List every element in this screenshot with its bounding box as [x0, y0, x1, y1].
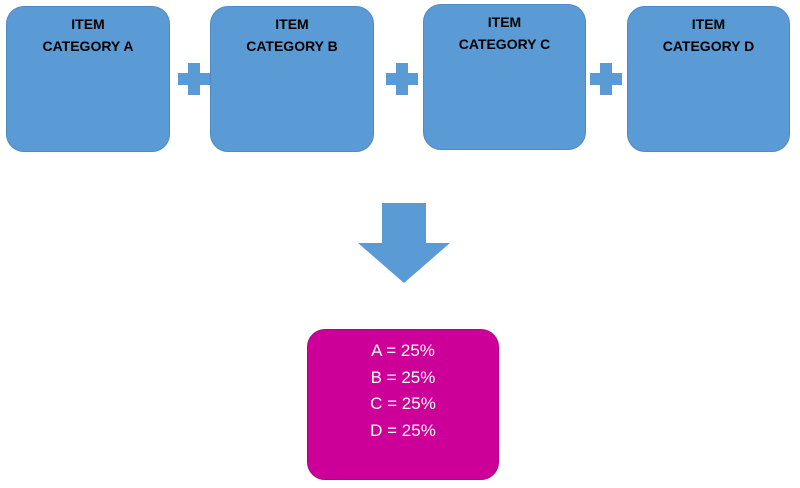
category-b-line1: ITEM	[275, 16, 309, 32]
result-line-b: B = 25%	[370, 367, 436, 387]
category-b-box: ITEM CATEGORY B	[210, 6, 374, 152]
category-c-line2: CATEGORY C	[458, 36, 551, 52]
result-box: A = 25% B = 25% C = 25% D = 25%	[307, 329, 499, 480]
category-a-line2: CATEGORY A	[42, 38, 134, 54]
category-b-line2: CATEGORY B	[246, 38, 338, 54]
category-c-line1: ITEM	[487, 14, 522, 30]
plus-icon	[590, 63, 622, 95]
result-line-a: A = 25%	[371, 341, 435, 360]
category-d-box: ITEM CATEGORY D	[627, 6, 790, 152]
category-d-line1: ITEM	[691, 16, 726, 32]
category-a-box: ITEM CATEGORY A	[6, 6, 170, 152]
category-d-line2: CATEGORY D	[662, 38, 755, 54]
plus-icon	[178, 63, 210, 95]
plus-icon	[386, 63, 418, 95]
result-line-c: C = 25%	[370, 394, 436, 413]
category-a-line1: ITEM	[71, 16, 105, 32]
category-c-box: ITEM CATEGORY C	[423, 4, 586, 150]
down-arrow-icon	[358, 203, 450, 283]
result-line-d: D = 25%	[370, 420, 436, 440]
